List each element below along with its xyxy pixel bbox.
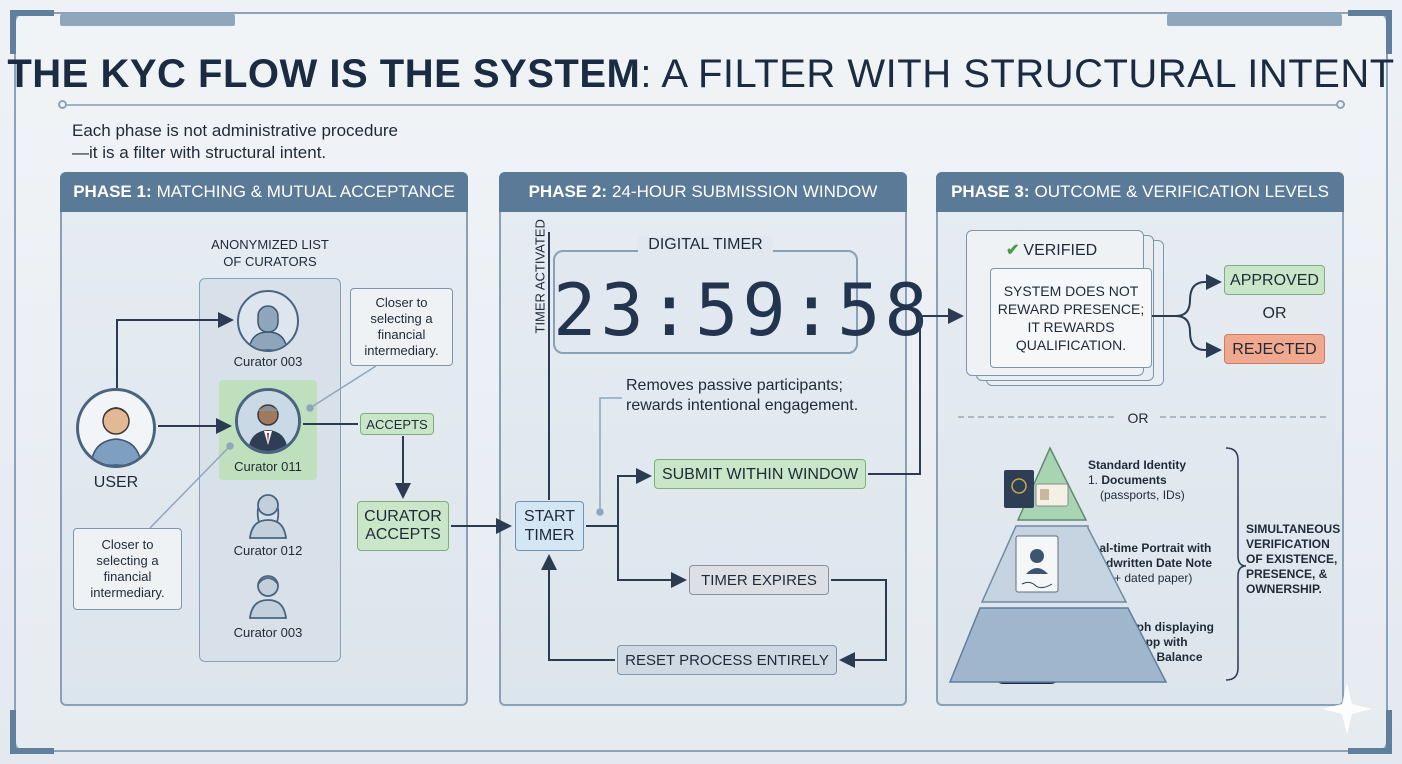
phase-2-note: Removes passive participants; rewards in… — [626, 376, 858, 416]
digital-timer-panel — [553, 250, 858, 354]
note-closer-top: Closer to selecting a financial intermed… — [350, 288, 453, 366]
rejected-badge[interactable]: REJECTED — [1224, 334, 1325, 364]
intro-text: Each phase is not administrative procedu… — [72, 120, 398, 164]
decor-bar — [1167, 14, 1342, 26]
curator-label: Curator 003 — [233, 625, 303, 640]
corner-bracket — [1348, 10, 1392, 54]
expires-text: TIMER EXPIRES — [701, 571, 817, 589]
phase-1-number: PHASE 1: — [73, 182, 152, 201]
title-bold: THE KYC FLOW IS THE SYSTEM — [7, 52, 641, 96]
or-divider-label: OR — [1120, 410, 1156, 426]
corner-bracket — [1348, 710, 1392, 754]
phase-3-title: OUTCOME & VERIFICATION LEVELS — [1034, 182, 1329, 201]
page-title: THE KYC FLOW IS THE SYSTEM: A FILTER WIT… — [0, 52, 1402, 97]
user-avatar-icon[interactable] — [76, 388, 156, 468]
intro-line-1: Each phase is not administrative procedu… — [72, 121, 399, 140]
curator-list-title: ANONYMIZED LIST OF CURATORS — [199, 236, 341, 270]
phase-2-header: PHASE 2: 24-HOUR SUBMISSION WINDOW — [499, 172, 907, 212]
level-2-note: (face + dated paper) — [1084, 571, 1193, 585]
or-label: OR — [1262, 305, 1287, 322]
level-1-line-2: Documents — [1101, 473, 1167, 487]
level-1-note: (passports, IDs) — [1100, 488, 1185, 502]
title-divider — [62, 104, 1340, 106]
level-2-line-1: Real-time Portrait with — [1084, 541, 1212, 555]
note-closer-bottom: Closer to selecting a financial intermed… — [73, 528, 182, 610]
digital-timer-title: DIGITAL TIMER — [553, 236, 858, 254]
curator-avatar-icon[interactable] — [237, 290, 299, 352]
timer-activated-label: TIMER ACTIVATED — [532, 219, 548, 334]
phone-brand: InterLink — [1001, 626, 1053, 644]
phase-1-header: PHASE 1:MATCHING & MUTUAL ACCEPTANCE — [60, 172, 468, 212]
level-1-number: 1. — [1088, 473, 1099, 487]
phase-1-title: MATCHING & MUTUAL ACCEPTANCE — [156, 182, 455, 201]
note-line-2: rewards intentional engagement. — [626, 397, 859, 414]
accepts-label: ACCEPTS — [360, 413, 434, 435]
start-timer-box[interactable]: START TIMER — [515, 501, 584, 551]
phone-balance-area: ITLG Balance: — [1001, 648, 1053, 676]
phase-2-title: 24-HOUR SUBMISSION WINDOW — [612, 182, 878, 201]
qualification-text: SYSTEM DOES NOT REWARD PRESENCE; IT REWA… — [997, 283, 1145, 353]
phase-3-number: PHASE 3: — [951, 182, 1030, 201]
curator-label: Curator 012 — [233, 543, 303, 558]
level-1-text: Standard Identity 1. Documents (passport… — [1088, 458, 1186, 503]
curator-avatar-icon[interactable] — [235, 388, 301, 454]
title-rest: : A FILTER WITH STRUCTURAL INTENT — [640, 52, 1395, 96]
level-1-line-1: Standard Identity — [1088, 458, 1187, 472]
corner-bracket — [10, 710, 54, 754]
user-label: USER — [93, 474, 139, 491]
timer-expires-box[interactable]: TIMER EXPIRES — [689, 565, 829, 595]
reset-process-box[interactable]: RESET PROCESS ENTIRELY — [617, 645, 837, 675]
level-2-text: Real-time Portrait with 2. Handwritten D… — [1070, 541, 1212, 586]
check-icon: ✔ — [1006, 242, 1020, 259]
level-3-line-1: Photograph displaying — [1084, 620, 1215, 634]
curator-accepts-text: CURATOR ACCEPTS — [364, 508, 442, 543]
note-line-1: Removes passive participants; — [626, 377, 843, 394]
list-title-line-2: OF CURATORS — [223, 254, 317, 269]
curator-accepts-box[interactable]: CURATOR ACCEPTS — [357, 501, 449, 551]
verified-text: VERIFIED — [1023, 242, 1098, 259]
approved-text: APPROVED — [1230, 271, 1319, 289]
curator-label: Curator 011 — [234, 459, 302, 474]
start-timer-text: START TIMER — [524, 508, 575, 544]
phase-2-number: PHASE 2: — [528, 182, 607, 201]
simultaneous-verification-text: SIMULTANEOUS VERIFICATION OF EXISTENCE, … — [1246, 522, 1341, 596]
approved-badge[interactable]: APPROVED — [1224, 265, 1325, 295]
corner-bracket — [10, 10, 54, 54]
reset-text: RESET PROCESS ENTIRELY — [625, 651, 829, 669]
level-3-line-2: InterLink App with — [1083, 635, 1188, 649]
digital-timer-text: DIGITAL TIMER — [638, 236, 773, 253]
level-2-number: 2. — [1070, 556, 1081, 570]
submit-text: SUBMIT WITHIN WINDOW — [661, 465, 859, 483]
level-3-line-3: Visible ITLG Balance — [1084, 650, 1203, 664]
rejected-text: REJECTED — [1232, 340, 1317, 358]
accepts-text: ACCEPTS — [366, 416, 428, 432]
intro-line-2: —it is a filter with structural intent. — [72, 143, 327, 162]
timer-readout: 23:59:58 — [553, 268, 932, 352]
note-text: Closer to selecting a financial intermed… — [90, 537, 165, 600]
phase-3-header: PHASE 3:OUTCOME & VERIFICATION LEVELS — [936, 172, 1344, 212]
note-text: Closer to selecting a financial intermed… — [364, 295, 439, 358]
verified-badge: ✔VERIFIED — [1006, 240, 1097, 260]
phone-icon: InterLink ITLG Balance: — [995, 618, 1059, 684]
qualification-statement: SYSTEM DOES NOT REWARD PRESENCE; IT REWA… — [990, 268, 1152, 368]
submit-within-window-box[interactable]: SUBMIT WITHIN WINDOW — [654, 459, 866, 489]
curator-label: Curator 003 — [233, 354, 303, 369]
list-title-line-1: ANONYMIZED LIST — [211, 237, 329, 252]
divider-dot — [1336, 100, 1345, 109]
level-3-text: Photograph displaying 3. InterLink App w… — [1070, 620, 1214, 665]
decor-bar — [60, 14, 235, 26]
level-2-line-2: Handwritten Date Note — [1083, 556, 1213, 570]
divider-dot — [58, 100, 67, 109]
level-3-number: 3. — [1070, 635, 1081, 649]
phone-balance-label: ITLG Balance: — [1004, 651, 1049, 658]
